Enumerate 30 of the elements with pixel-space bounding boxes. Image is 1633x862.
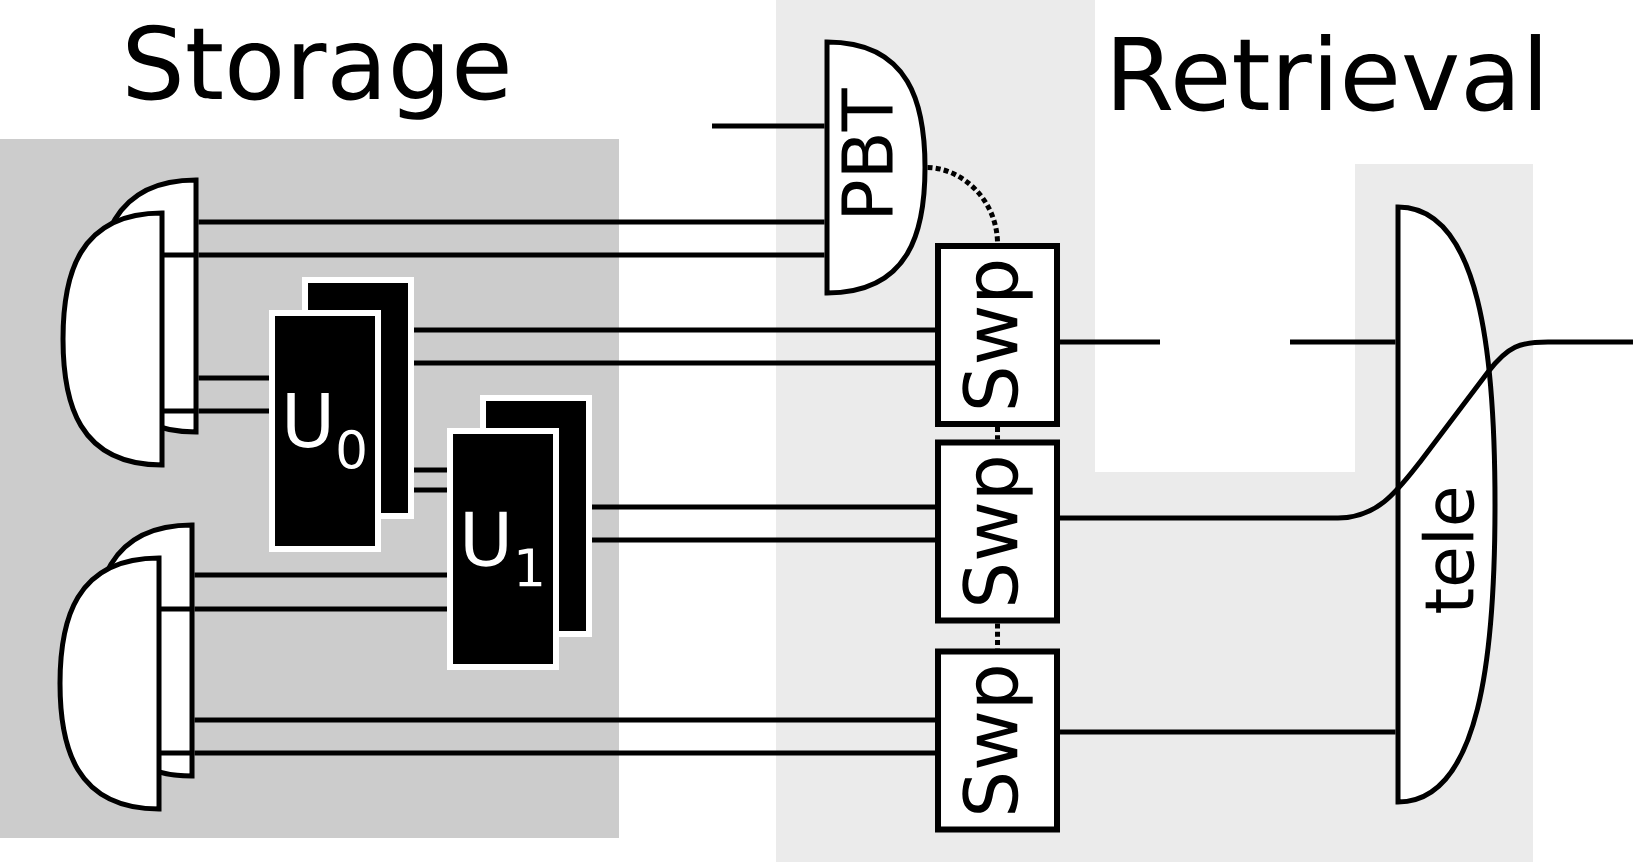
gate-box: Swp [935,243,1060,427]
wire [198,219,825,225]
wire [414,467,447,473]
region-title: Storage [127,24,508,120]
wire [712,123,825,129]
dotted-line [927,165,1000,244]
wire [592,504,935,510]
stacked-gate-boxes: U$_{0}$ [269,277,414,552]
wire [414,487,447,493]
gate-box: Swp [935,648,1060,833]
wire [592,537,935,543]
wire [194,572,447,578]
wire [194,750,935,756]
dotted-line [995,427,1000,440]
wire [1060,729,1396,735]
wire [198,375,269,381]
wire [198,408,269,414]
wire [414,327,935,333]
region-title: Retrieval [1114,34,1540,112]
wire [194,717,935,723]
wire [1290,339,1396,345]
wire [198,252,825,258]
stacked-d-shapes [57,522,195,812]
stacked-gate-boxes: U$_{1}$ [447,395,592,670]
stacked-d-shapes [60,177,199,468]
wire [414,360,935,366]
wire [1060,339,1633,521]
wire [194,606,447,612]
gate-box: Swp [935,439,1060,624]
wire [1060,339,1160,345]
